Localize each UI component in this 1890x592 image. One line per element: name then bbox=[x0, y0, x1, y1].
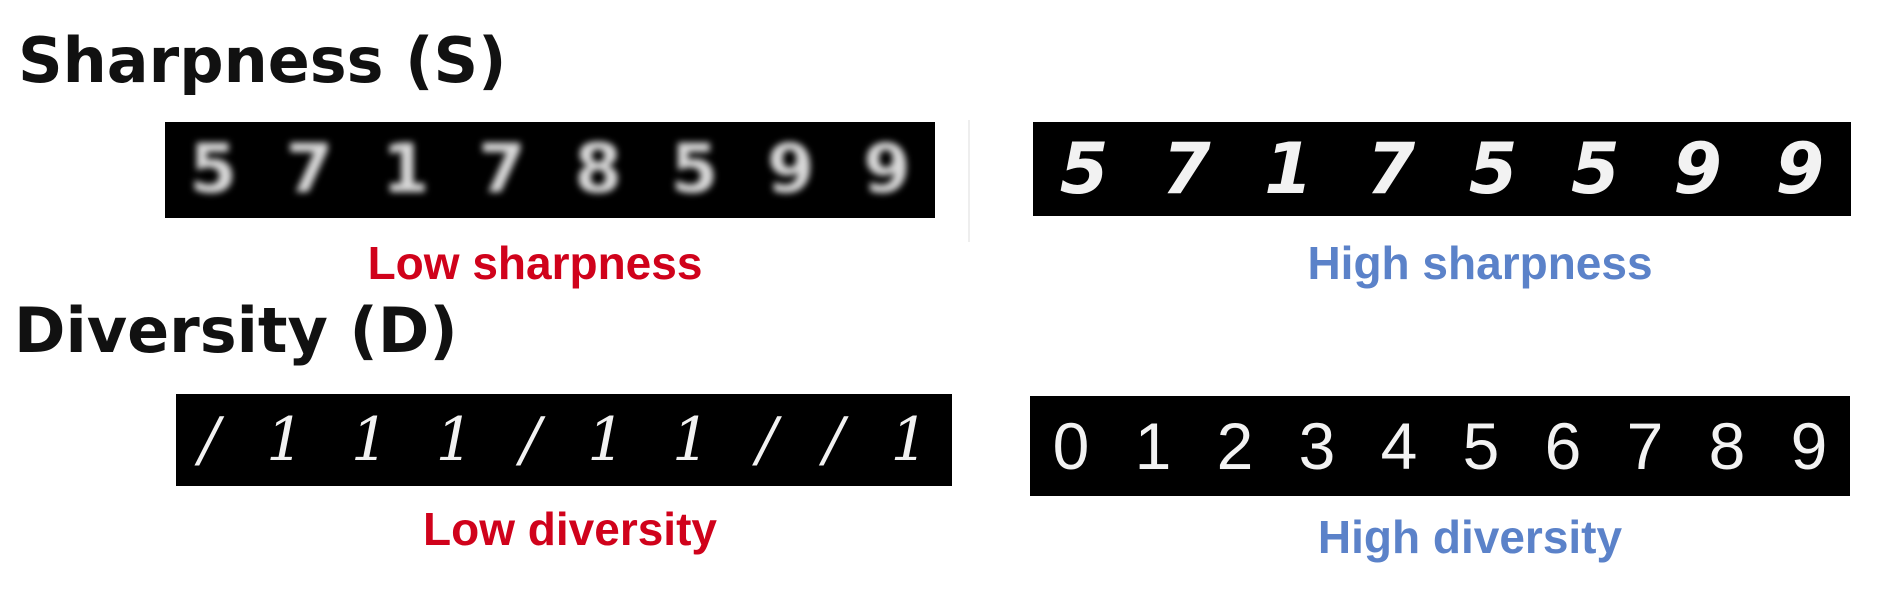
digit-glyph: 6 bbox=[1544, 409, 1582, 483]
digit-glyph: 8 bbox=[574, 130, 622, 209]
digit-glyph: 5 bbox=[1059, 128, 1109, 210]
low-diversity-caption: Low diversity bbox=[423, 503, 717, 555]
digit-glyph: / bbox=[520, 405, 541, 475]
high-diversity-caption: High diversity bbox=[1317, 511, 1623, 563]
digit-glyph: 1 bbox=[266, 405, 305, 475]
digit-glyph: 1 bbox=[587, 405, 626, 475]
digit-glyph: 5 bbox=[1468, 128, 1518, 210]
digit-glyph: 9 bbox=[1673, 128, 1722, 210]
digit-glyph: / bbox=[823, 405, 844, 475]
digit-glyph: 7 bbox=[1366, 128, 1416, 210]
digit-glyph: 9 bbox=[1775, 128, 1825, 210]
digit-glyph: 3 bbox=[1298, 409, 1336, 483]
digit-glyph: 7 bbox=[1162, 128, 1211, 210]
low-sharpness-caption: Low sharpness bbox=[367, 237, 703, 289]
digit-glyph: 2 bbox=[1216, 409, 1254, 483]
digit-glyph: 1 bbox=[350, 405, 390, 475]
high-sharpness-caption: High sharpness bbox=[1307, 237, 1653, 289]
digit-glyph: / bbox=[756, 405, 778, 475]
digit-glyph: 1 bbox=[381, 130, 430, 209]
digit-glyph: 7 bbox=[1626, 409, 1664, 483]
digit-glyph: 4 bbox=[1380, 409, 1418, 483]
digit-glyph: 5 bbox=[189, 130, 237, 209]
digit-glyph: 1 bbox=[890, 405, 929, 475]
divider bbox=[968, 120, 970, 242]
digit-glyph: 5 bbox=[1462, 409, 1500, 483]
digit-glyph: 9 bbox=[1790, 409, 1828, 483]
digit-glyph: 0 bbox=[1052, 409, 1090, 483]
digit-glyph: 7 bbox=[285, 130, 334, 209]
digit-glyph: 9 bbox=[766, 130, 815, 209]
digit-glyph: 5 bbox=[1571, 128, 1620, 210]
digit-glyph: 9 bbox=[863, 130, 911, 209]
digit-glyph: 7 bbox=[478, 130, 526, 209]
digit-glyph: 8 bbox=[1708, 409, 1746, 483]
sharpness-title: Sharpness (S) bbox=[18, 24, 507, 97]
digit-glyph: 1 bbox=[672, 405, 711, 475]
digit-glyph: 5 bbox=[670, 130, 719, 209]
diversity-title: Diversity (D) bbox=[14, 294, 458, 367]
digit-glyph: 1 bbox=[1264, 128, 1313, 210]
digit-glyph: 1 bbox=[1134, 409, 1172, 483]
digit-glyph: / bbox=[199, 405, 220, 475]
digit-glyph: 1 bbox=[435, 405, 474, 475]
